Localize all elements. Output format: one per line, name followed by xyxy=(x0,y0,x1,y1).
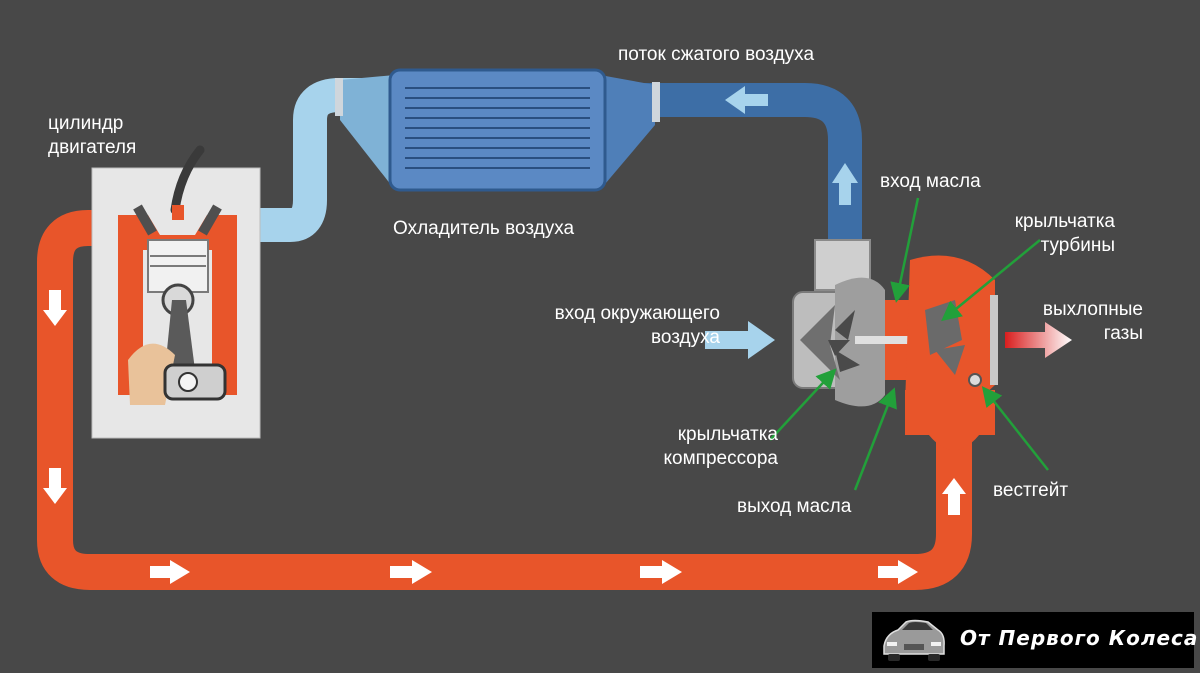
oil-inlet-label: вход масла xyxy=(880,171,981,192)
cooled-air-pipe xyxy=(240,78,395,242)
ambient-air-arrow xyxy=(705,321,775,359)
compressed-air-pipe xyxy=(600,83,862,250)
compressor-wheel-label: крыльчатка компрессора xyxy=(620,423,779,471)
engine-cylinder-label: цилиндр двигателя xyxy=(48,112,136,160)
watermark-text: От Первого Колеса xyxy=(960,626,1199,650)
exhaust-gases-label: выхлопные газы xyxy=(1000,298,1143,346)
turbine-wheel-label: крыльчатка турбины xyxy=(975,210,1115,258)
wastegate-label: вестгейт xyxy=(993,480,1069,501)
compressor-wheel xyxy=(828,310,860,372)
watermark: От Первого Колеса xyxy=(872,612,1197,668)
pointer-lines xyxy=(769,197,1049,491)
compressed-flow-arrow-up xyxy=(832,163,858,205)
car-icon xyxy=(883,619,945,661)
compressor-wheel-label-line2: компрессора xyxy=(663,448,779,469)
exhaust-gases-label-line2: газы xyxy=(1103,323,1143,344)
turbine-wheel-label-line1: крыльчатка xyxy=(1014,211,1115,232)
ambient-air-inlet-label-line2: воздуха xyxy=(651,327,720,348)
oil-outlet-label: выход масла xyxy=(737,496,852,517)
intercooler xyxy=(335,68,660,192)
ambient-air-inlet-label-line1: вход окружающего xyxy=(554,303,720,324)
engine-cylinder-label-line1: цилиндр xyxy=(48,113,124,134)
exhaust-outlet-arrow xyxy=(1005,322,1072,358)
ambient-air-inlet-label: вход окружающего воздуха xyxy=(500,302,720,350)
compressed-flow-arrow-left xyxy=(725,86,768,114)
exhaust-gases-label-line1: выхлопные xyxy=(1042,299,1143,320)
compressor-wheel-label-line1: крыльчатка xyxy=(677,424,778,445)
compressed-air-flow-label: поток сжатого воздуха xyxy=(618,44,815,65)
engine-cylinder-label-line2: двигателя xyxy=(48,137,137,158)
turbine-wheel-label-line2: турбины xyxy=(1040,235,1115,256)
air-cooler-label: Охладитель воздуха xyxy=(393,218,575,239)
exhaust-flow-arrows xyxy=(43,290,966,584)
engine-cylinder xyxy=(91,145,261,439)
turbocharger xyxy=(792,239,998,435)
